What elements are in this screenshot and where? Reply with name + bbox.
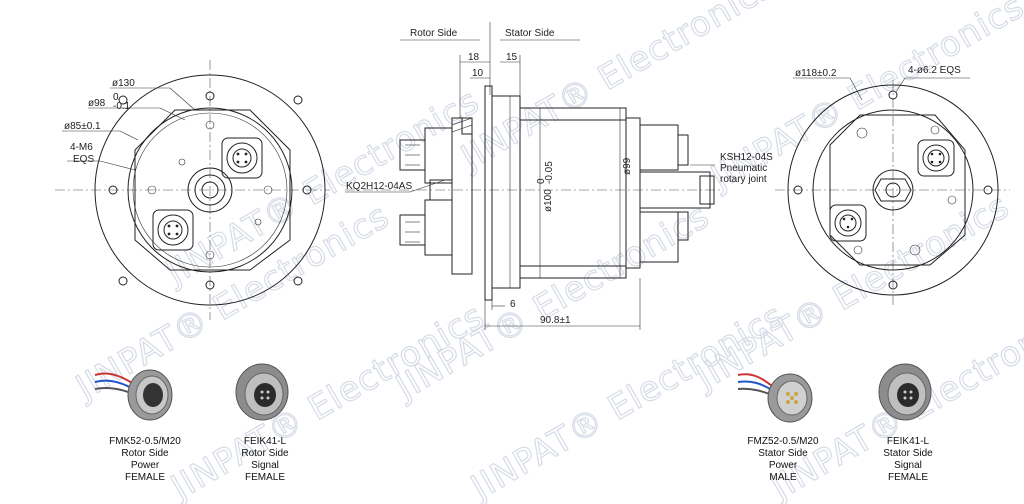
- rotor-signal-connector-icon: [221, 137, 263, 179]
- dim-90-8: 90.8±1: [540, 315, 571, 326]
- caption-2-line4: FEMALE: [245, 472, 285, 483]
- dim-m6: 4-M6: [70, 142, 93, 153]
- caption-3-line1: FMZ52-0.5/M20: [747, 436, 819, 447]
- rotor-end-view: ø130 ø98 0 -0.1 ø85±0.1 4-M6 EQS: [55, 60, 330, 320]
- connector-photo-1: [94, 369, 173, 421]
- caption-connector-3: FMZ52-0.5/M20 Stator Side Power MALE: [747, 436, 819, 483]
- label-rotor-side: Rotor Side: [410, 28, 458, 39]
- caption-3-line3: Power: [769, 460, 798, 471]
- dim-holes: 4-ø6.2 EQS: [908, 65, 961, 76]
- connector-photo-4: [878, 363, 932, 421]
- caption-3-line2: Stator Side: [758, 448, 808, 459]
- connector-photo-2: [235, 363, 289, 421]
- caption-4-line1: FEIK41-L: [887, 436, 930, 447]
- dim-d100: ø100: [543, 189, 554, 212]
- dim-d85: ø85±0.1: [64, 121, 101, 132]
- caption-1-line2: Rotor Side: [121, 448, 169, 459]
- dim-15: 15: [506, 52, 518, 63]
- label-stator-side: Stator Side: [505, 28, 555, 39]
- callout-ksh-1: KSH12-04S: [720, 152, 773, 163]
- dim-m6-eqs: EQS: [73, 154, 94, 165]
- callout-kq2h: KQ2H12-04AS: [346, 181, 412, 192]
- side-section-view: Rotor Side Stator Side 18 15 10: [345, 22, 773, 330]
- dim-d98-upper: 0: [113, 92, 119, 103]
- dim-d100-lower: -0.05: [544, 161, 555, 184]
- caption-2-line3: Signal: [251, 460, 279, 471]
- dim-d98: ø98: [88, 98, 106, 109]
- caption-4-line3: Signal: [894, 460, 922, 471]
- caption-4-line2: Stator Side: [883, 448, 933, 459]
- caption-connector-2: FEIK41-L Rotor Side Signal FEMALE: [241, 436, 289, 483]
- callout-ksh-3: rotary joint: [720, 174, 767, 185]
- dim-d100-upper: 0: [536, 178, 547, 184]
- caption-connector-4: FEIK41-L Stator Side Signal FEMALE: [883, 436, 933, 483]
- caption-1-line4: FEMALE: [125, 472, 165, 483]
- caption-4-line4: FEMALE: [888, 472, 928, 483]
- callout-ksh-2: Pneumatic: [720, 163, 767, 174]
- stator-end-view: ø118±0.2 4-ø6.2 EQS: [775, 65, 1010, 305]
- caption-1-line3: Power: [131, 460, 160, 471]
- dim-d130: ø130: [112, 78, 135, 89]
- caption-2-line2: Rotor Side: [241, 448, 289, 459]
- stator-signal-connector-icon: [917, 139, 955, 177]
- stator-power-connector-icon: [829, 204, 867, 242]
- connector-photo-3: [737, 373, 813, 423]
- dim-d99: ø99: [622, 157, 633, 175]
- dim-d118: ø118±0.2: [795, 68, 837, 79]
- caption-connector-1: FMK52-0.5/M20 Rotor Side Power FEMALE: [109, 436, 181, 483]
- watermarks: JINPAT® Electronics JINPAT® Electronics …: [67, 0, 1024, 504]
- rotor-power-connector-icon: [152, 209, 194, 251]
- dim-10: 10: [472, 68, 484, 79]
- dim-d98-lower: -0.1: [113, 101, 131, 112]
- caption-2-line1: FEIK41-L: [244, 436, 287, 447]
- dim-6: 6: [510, 299, 516, 310]
- dim-18: 18: [468, 52, 480, 63]
- caption-1-line1: FMK52-0.5/M20: [109, 436, 181, 447]
- caption-3-line4: MALE: [769, 472, 797, 483]
